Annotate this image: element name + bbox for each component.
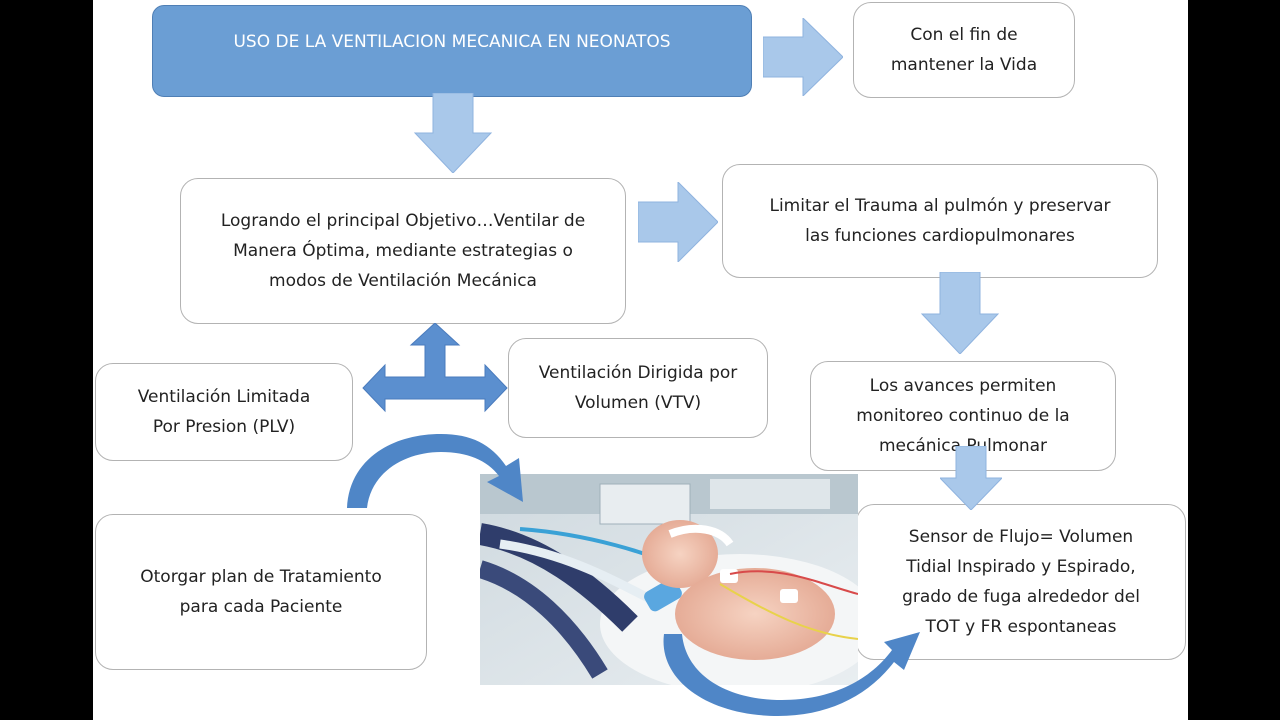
node-avances-line1: Los avances permiten	[869, 376, 1057, 396]
node-sensor-line2: Tidial Inspirado y Espirado,	[906, 557, 1136, 577]
node-limitar-trauma-line2: las funciones cardiopulmonares	[805, 226, 1075, 246]
node-objetivo-line2: Manera Óptima, mediante estrategias o	[233, 241, 573, 261]
node-mantener-vida-line2: mantener la Vida	[890, 55, 1038, 75]
node-limitar-trauma-line1: Limitar el Trauma al pulmón y preservar	[769, 196, 1111, 216]
node-mantener-vida-line1: Con el fin de	[910, 25, 1018, 45]
node-plan-line2: para cada Paciente	[179, 597, 343, 617]
arrow-down-avances-to-sensor-icon	[940, 446, 1002, 510]
arrow-down-title-to-objetivo-icon	[413, 93, 493, 173]
title-box: USO DE LA VENTILACION MECANICA EN NEONAT…	[152, 5, 752, 97]
arrow-right-title-to-vida-icon	[763, 18, 843, 96]
node-mantener-vida: Con el fin de mantener la Vida	[853, 2, 1075, 98]
node-objetivo-line3: modos de Ventilación Mecánica	[269, 271, 537, 291]
node-plv-line1: Ventilación Limitada	[137, 387, 311, 407]
curved-arrow-plan-to-photo-icon	[347, 434, 523, 508]
diagram-slide: USO DE LA VENTILACION MECANICA EN NEONAT…	[93, 0, 1188, 720]
node-plv: Ventilación Limitada Por Presion (PLV)	[95, 363, 353, 461]
node-limitar-trauma: Limitar el Trauma al pulmón y preservar …	[722, 164, 1158, 278]
node-vtv: Ventilación Dirigida por Volumen (VTV)	[508, 338, 768, 438]
node-sensor: Sensor de Flujo= Volumen Tidial Inspirad…	[856, 504, 1186, 660]
node-sensor-line1: Sensor de Flujo= Volumen	[908, 527, 1134, 547]
node-sensor-line3: grado de fuga alrededor del	[902, 587, 1140, 607]
arrow-right-objetivo-to-trauma-icon	[638, 182, 718, 262]
neonate-ventilator-photo	[480, 474, 858, 685]
node-objetivo: Logrando el principal Objetivo…Ventilar …	[180, 178, 626, 324]
node-objetivo-line1: Logrando el principal Objetivo…Ventilar …	[220, 211, 586, 231]
arrow-down-trauma-to-avances-icon	[920, 272, 1000, 354]
curved-arrow-photo-to-sensor-icon	[663, 632, 920, 716]
node-vtv-line1: Ventilación Dirigida por	[538, 363, 738, 383]
node-avances-line2: monitoreo continuo de la	[856, 406, 1070, 426]
title-text: USO DE LA VENTILACION MECANICA EN NEONAT…	[233, 32, 671, 52]
node-plan-line1: Otorgar plan de Tratamiento	[140, 567, 382, 587]
node-plv-line2: Por Presion (PLV)	[152, 417, 296, 437]
node-vtv-line2: Volumen (VTV)	[574, 393, 702, 413]
node-plan: Otorgar plan de Tratamiento para cada Pa…	[95, 514, 427, 670]
arrow-branch-three-way-icon	[362, 323, 508, 413]
node-sensor-line4: TOT y FR espontaneas	[925, 617, 1117, 637]
